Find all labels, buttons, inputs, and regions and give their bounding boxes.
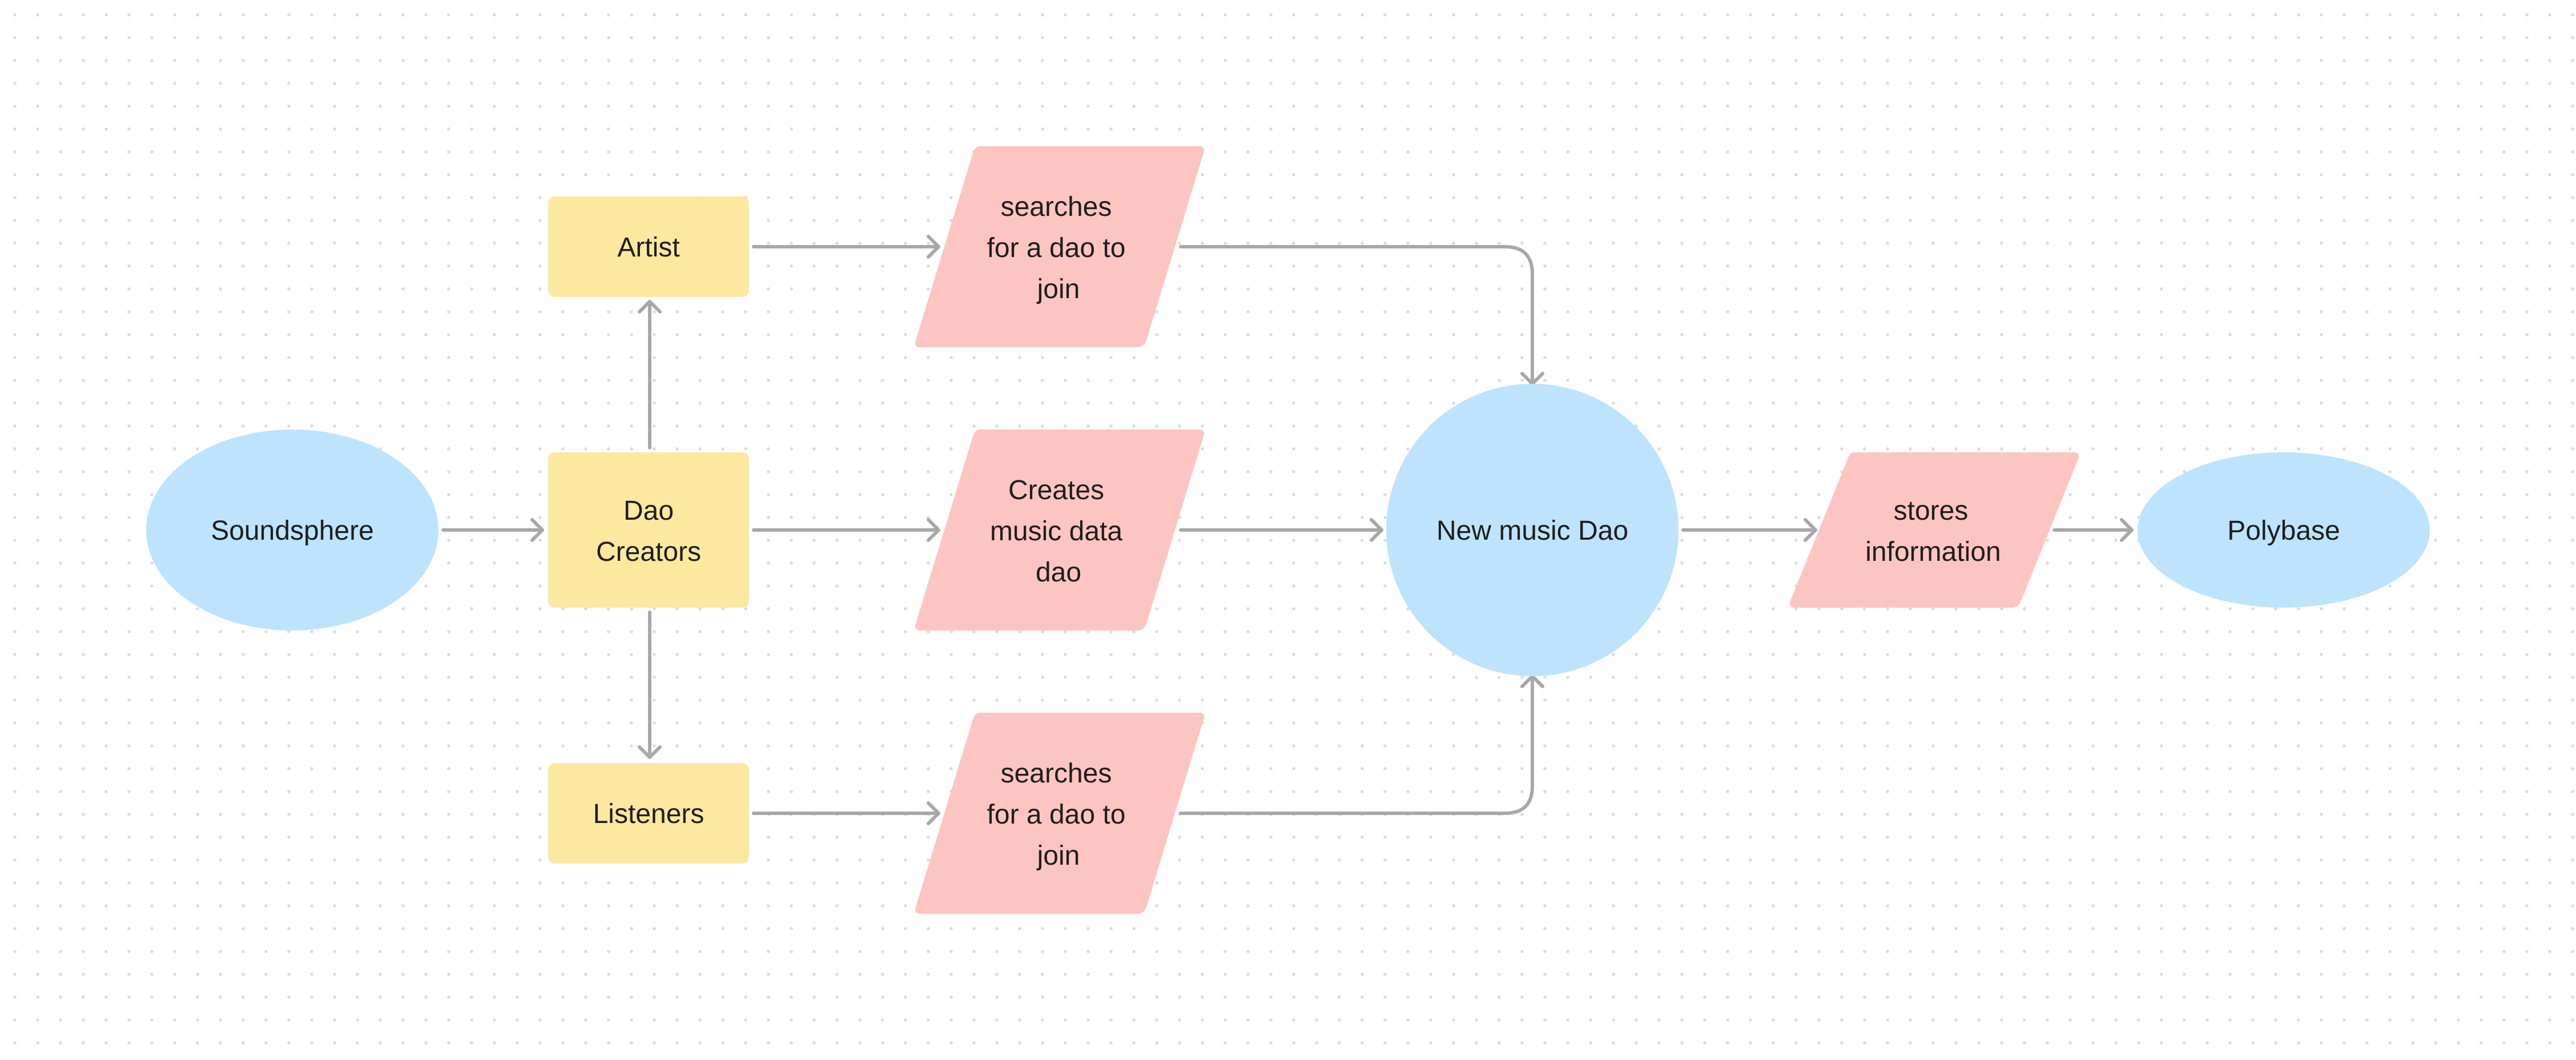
node-soundsphere-label: Soundsphere bbox=[211, 516, 374, 546]
edge-dao-creators-to-artist[interactable] bbox=[638, 300, 662, 449]
node-search-bottom[interactable]: searches for a dao to join bbox=[915, 713, 1204, 914]
edge-listeners-to-search-bottom[interactable] bbox=[752, 801, 940, 825]
node-polybase[interactable]: Polybase bbox=[2138, 452, 2430, 608]
edge-soundsphere-to-dao-creators[interactable] bbox=[441, 518, 544, 542]
node-creates[interactable]: Creates music data dao bbox=[915, 429, 1204, 631]
node-search-top[interactable]: searches for a dao to join bbox=[915, 146, 1204, 347]
node-dao-creators-label-line-1: Dao bbox=[623, 496, 674, 526]
node-search-top-label-line-1: searches bbox=[1001, 192, 1112, 222]
node-stores[interactable]: stores information bbox=[1790, 452, 2079, 608]
nodes: Soundsphere Artist Dao Creators Listener… bbox=[146, 146, 2430, 914]
node-search-top-label-line-2: for a dao to bbox=[987, 233, 1126, 263]
edge-stores-to-polybase[interactable] bbox=[2052, 518, 2134, 542]
edge-creates-to-new-music-dao[interactable] bbox=[1179, 518, 1383, 542]
edge-dao-creators-to-creates[interactable] bbox=[752, 518, 940, 542]
node-new-music-dao-label: New music Dao bbox=[1436, 516, 1628, 546]
node-stores-shape bbox=[1790, 452, 2079, 608]
node-artist[interactable]: Artist bbox=[548, 196, 749, 297]
node-listeners-shape bbox=[548, 763, 749, 864]
node-search-bottom-shape bbox=[915, 713, 1204, 914]
node-artist-shape bbox=[548, 196, 749, 297]
node-new-music-dao-shape bbox=[1386, 384, 1679, 676]
node-listeners[interactable]: Listeners bbox=[548, 763, 749, 864]
node-soundsphere-shape bbox=[146, 429, 438, 631]
node-polybase-shape bbox=[2138, 452, 2430, 608]
node-artist-label: Artist bbox=[617, 232, 679, 263]
edge-artist-to-search-top[interactable] bbox=[752, 235, 940, 259]
node-listeners-label: Listeners bbox=[593, 799, 705, 829]
node-search-top-label-line-3: join bbox=[1036, 274, 1080, 304]
node-soundsphere[interactable]: Soundsphere bbox=[146, 429, 438, 631]
node-creates-label-line-3: dao bbox=[1036, 557, 1081, 588]
edge-search-top-to-new-music-dao[interactable] bbox=[1179, 245, 1544, 386]
node-creates-label-line-1: Creates bbox=[1008, 475, 1104, 505]
node-search-bottom-label-line-3: join bbox=[1036, 841, 1080, 871]
node-dao-creators-shape bbox=[548, 452, 749, 608]
node-dao-creators[interactable]: Dao Creators bbox=[548, 452, 749, 608]
node-stores-label-line-2: information bbox=[1865, 537, 2001, 567]
node-creates-label-line-2: music data bbox=[990, 516, 1122, 547]
node-polybase-label: Polybase bbox=[2227, 516, 2340, 546]
node-search-bottom-label-line-2: for a dao to bbox=[987, 800, 1126, 830]
edge-search-bottom-to-new-music-dao[interactable] bbox=[1179, 674, 1544, 815]
edge-dao-creators-to-listeners[interactable] bbox=[638, 611, 662, 759]
node-dao-creators-label-line-2: Creators bbox=[596, 537, 701, 567]
node-creates-shape bbox=[915, 429, 1204, 631]
node-search-top-shape bbox=[915, 146, 1204, 347]
edge-new-music-dao-to-stores[interactable] bbox=[1681, 518, 1817, 542]
node-stores-label-line-1: stores bbox=[1894, 496, 1969, 526]
node-new-music-dao[interactable]: New music Dao bbox=[1386, 384, 1679, 676]
node-search-bottom-label-line-1: searches bbox=[1001, 758, 1112, 789]
